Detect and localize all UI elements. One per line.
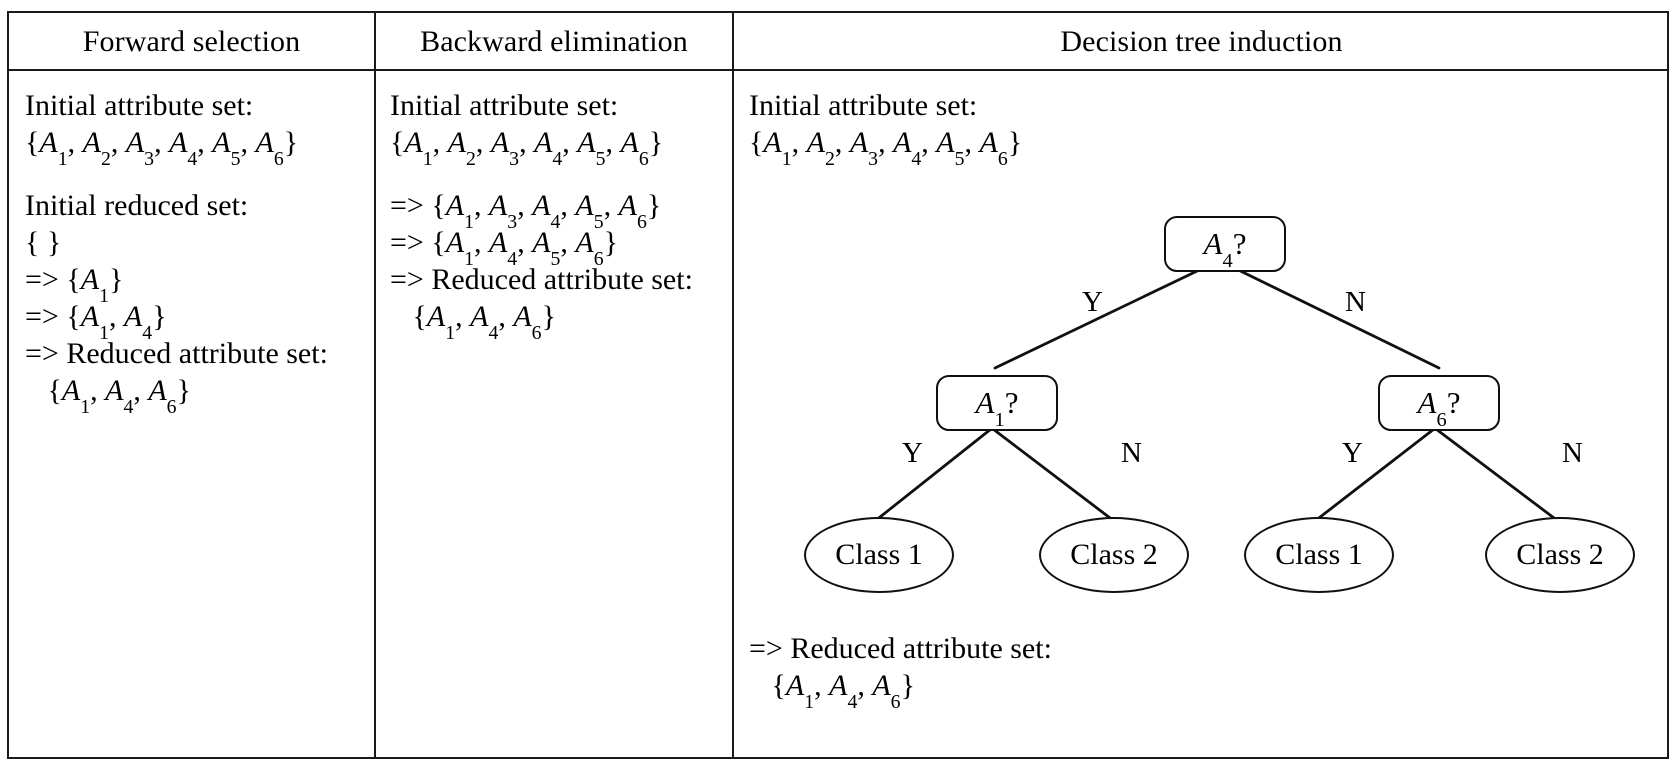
header-label: Forward selection bbox=[82, 25, 301, 58]
header-label: Decision tree induction bbox=[1060, 25, 1343, 58]
tree-leaf-4[interactable]: Class 2 bbox=[1485, 517, 1635, 593]
forward-selection-body: Initial attribute set: {A1, A2, A3, A4, A… bbox=[25, 87, 370, 418]
backward-elimination-body: Initial attribute set: {A1, A2, A3, A4, A… bbox=[390, 87, 730, 344]
text-line: Initial attribute set: bbox=[390, 89, 619, 122]
text-line: Initial reduced set: bbox=[25, 189, 249, 222]
edge-label-root-yes: Y bbox=[1082, 286, 1103, 318]
edge-label-root-no: N bbox=[1345, 286, 1366, 318]
tree-node-root[interactable]: A4? bbox=[1164, 216, 1286, 272]
tree-leaf-2[interactable]: Class 2 bbox=[1039, 517, 1189, 593]
text-line: {A1, A4, A6} bbox=[390, 300, 556, 344]
tree-node-right[interactable]: A6? bbox=[1378, 375, 1500, 431]
text-line: => Reduced attribute set: bbox=[25, 337, 328, 370]
text-line: {A1, A2, A3, A4, A5, A6} bbox=[390, 126, 664, 170]
column-header-backward-elimination: Backward elimination bbox=[376, 13, 732, 71]
text-line: {A1, A4, A6} bbox=[25, 374, 191, 418]
edge-label-left-yes: Y bbox=[902, 437, 923, 469]
text-line: => {A1} bbox=[25, 263, 124, 307]
edge-label-left-no: N bbox=[1121, 437, 1142, 469]
column-divider-1 bbox=[374, 13, 376, 757]
header-rule bbox=[9, 69, 1667, 71]
leaf-label: Class 1 bbox=[835, 538, 923, 571]
edge-left-to-leaf2 bbox=[991, 427, 1116, 523]
text-line: => {A1, A3, A4, A5, A6} bbox=[390, 189, 662, 233]
decision-tree-top-text: Initial attribute set: {A1, A2, A3, A4, A… bbox=[749, 87, 1649, 170]
text-line: {A1, A2, A3, A4, A5, A6} bbox=[749, 126, 1023, 170]
edge-root-to-right bbox=[1218, 259, 1441, 370]
text-line: => Reduced attribute set: bbox=[390, 263, 693, 296]
text-line: => {A1, A4, A5, A6} bbox=[390, 226, 619, 270]
column-header-forward-selection: Forward selection bbox=[9, 13, 374, 71]
header-label: Backward elimination bbox=[420, 25, 688, 58]
leaf-label: Class 2 bbox=[1516, 538, 1604, 571]
text-line: {A1, A4, A6} bbox=[749, 669, 915, 713]
node-label: A6? bbox=[1417, 385, 1461, 431]
text-line: { } bbox=[25, 226, 62, 259]
edge-right-to-leaf3 bbox=[1313, 427, 1436, 523]
decision-tree-edges bbox=[873, 259, 1560, 523]
attribute-subset-selection-figure: Forward selection Backward elimination D… bbox=[7, 11, 1669, 759]
edge-root-to-left bbox=[993, 259, 1220, 370]
text-line: {A1, A2, A3, A4, A5, A6} bbox=[25, 126, 299, 170]
tree-leaf-1[interactable]: Class 1 bbox=[804, 517, 954, 593]
edge-left-to-leaf1 bbox=[873, 427, 993, 523]
leaf-label: Class 1 bbox=[1275, 538, 1363, 571]
leaf-label: Class 2 bbox=[1070, 538, 1158, 571]
tree-node-left[interactable]: A1? bbox=[936, 375, 1058, 431]
tree-leaf-3[interactable]: Class 1 bbox=[1244, 517, 1394, 593]
column-header-decision-tree-induction: Decision tree induction bbox=[734, 13, 1669, 71]
decision-tree-bottom-text: => Reduced attribute set: {A1, A4, A6} bbox=[749, 630, 1649, 713]
edge-label-right-yes: Y bbox=[1342, 437, 1363, 469]
text-line: => Reduced attribute set: bbox=[749, 632, 1052, 665]
node-label: A1? bbox=[975, 385, 1019, 431]
text-line: Initial attribute set: bbox=[25, 89, 254, 122]
text-line: Initial attribute set: bbox=[749, 89, 978, 122]
edge-right-to-leaf4 bbox=[1434, 427, 1560, 523]
node-label: A4? bbox=[1203, 226, 1247, 272]
edge-label-right-no: N bbox=[1562, 437, 1583, 469]
text-line: => {A1, A4} bbox=[25, 300, 167, 344]
column-divider-2 bbox=[732, 13, 734, 757]
